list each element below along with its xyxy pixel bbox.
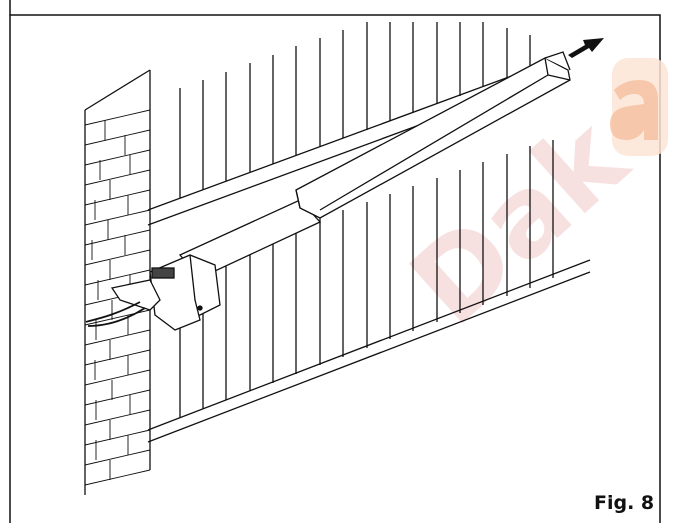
brick-pillar [84,69,151,495]
figure-caption: Fig. 8 [594,492,655,514]
operator-arm [178,51,571,279]
watermark-logo [610,58,668,156]
push-arrow-icon [568,38,604,58]
figure-frame [9,0,661,523]
motor-unit [85,254,221,331]
